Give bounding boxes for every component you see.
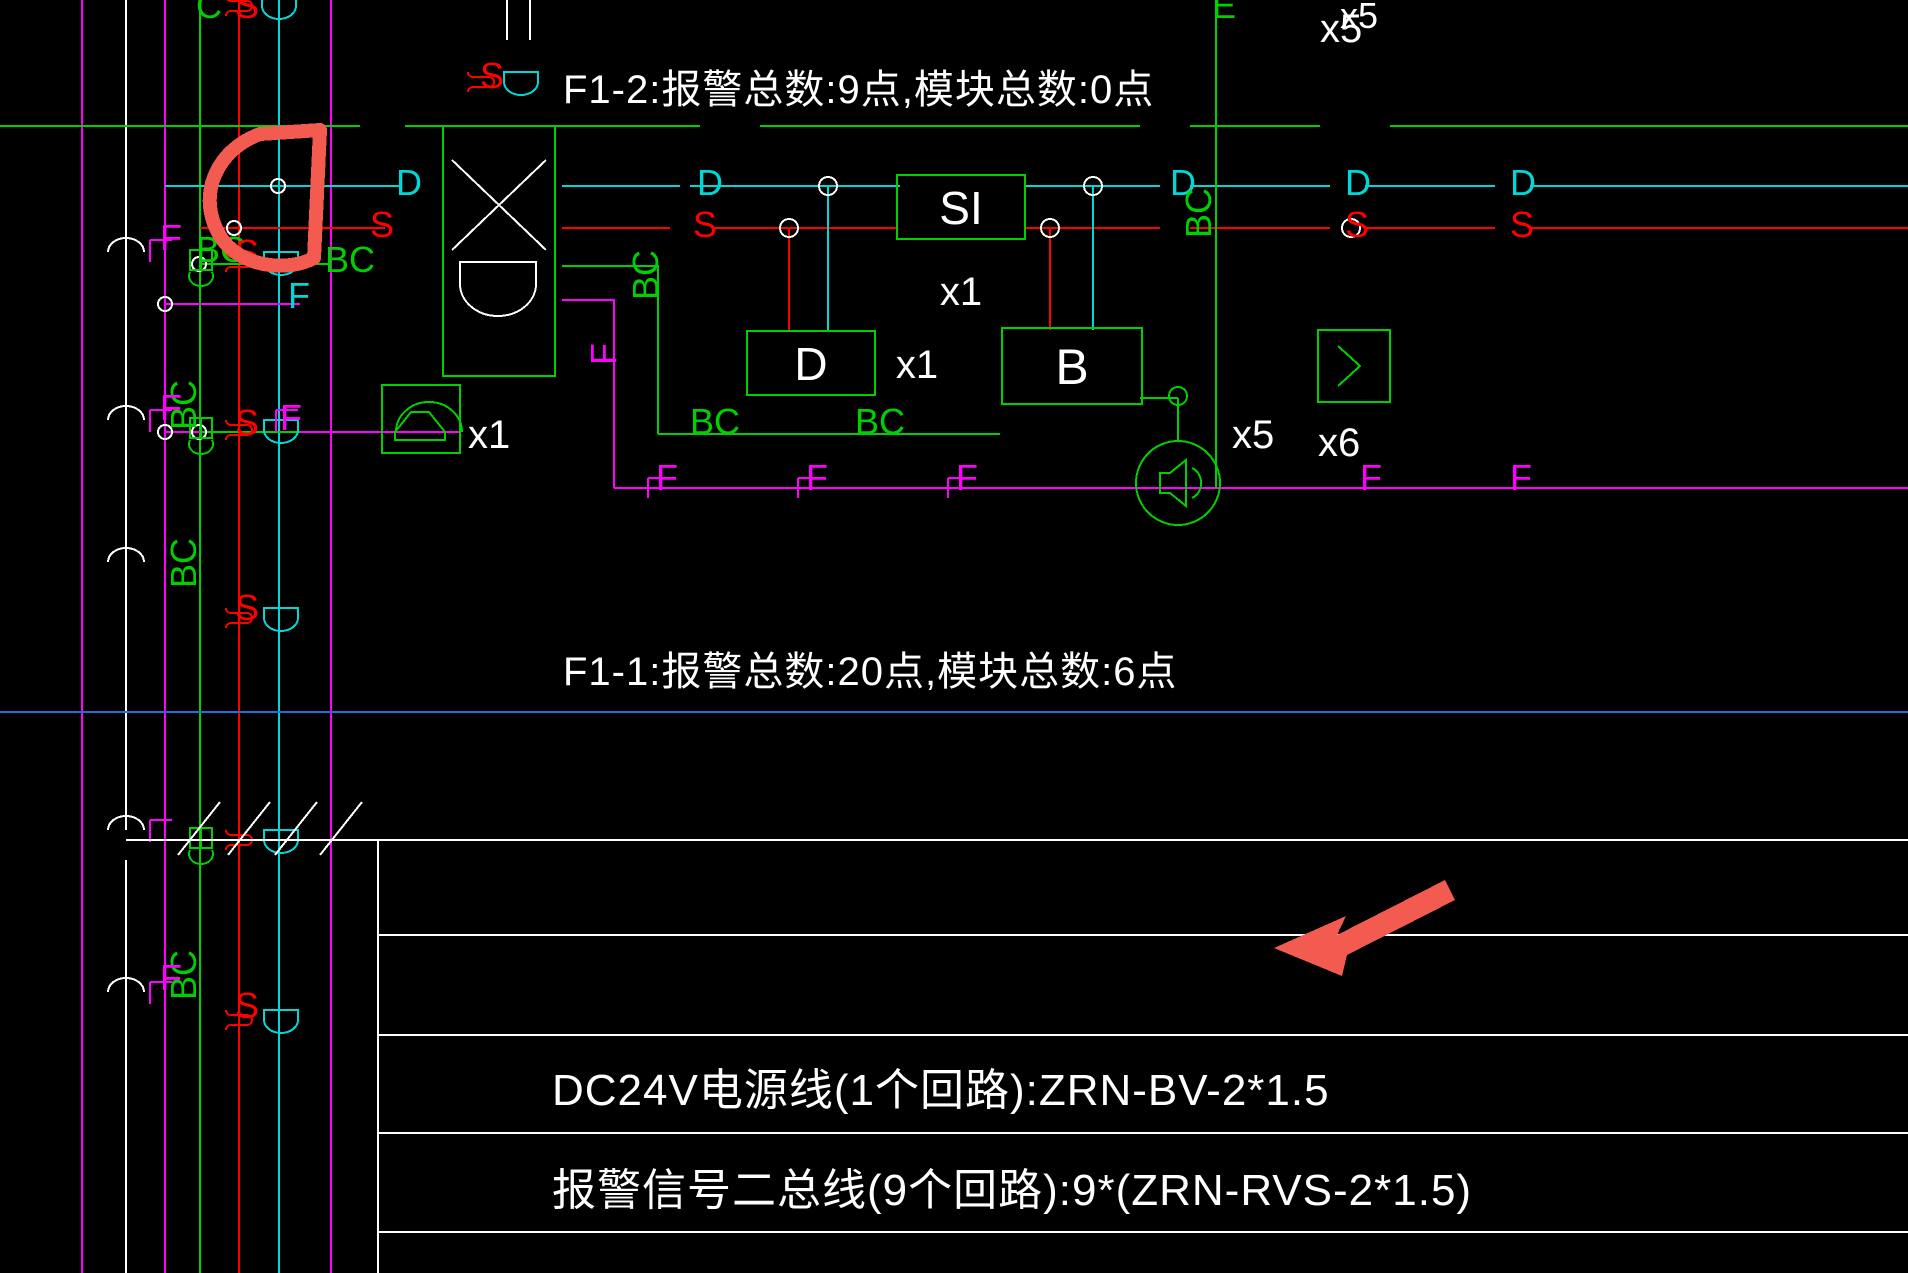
bus-label-f-28: F [160, 957, 182, 998]
bus-label-f-33: F [1360, 457, 1382, 498]
combined-detector-module-symbol [442, 125, 556, 377]
si-module-box[interactable] [896, 174, 1026, 240]
riser-slash-marks [177, 801, 363, 856]
flow-switch-qty: x6 [1318, 421, 1360, 465]
bus-label-s-24: S [480, 55, 504, 96]
bus-label-f-5: F [583, 343, 624, 365]
hand-drawn-circle [202, 123, 327, 273]
bus-label-c-25: C [196, 0, 222, 26]
note-f1-2: F1-2:报警总数:9点,模块总数:0点 [563, 68, 1154, 112]
bus-label-f-32: F [956, 457, 978, 498]
riser-f-ticks [149, 239, 298, 1004]
bus-label-bc-16: BC [163, 380, 204, 430]
bus-label-f-31: F [806, 457, 828, 498]
bus-label-s-19: S [235, 0, 259, 26]
hand-drawn-arrow [1274, 880, 1455, 976]
bus-label-d-10: D [1345, 162, 1371, 203]
speaker-qty: x5 [1232, 413, 1274, 457]
bus-label-bc-35: BC [690, 401, 740, 442]
bus-label-s-21: S [235, 402, 259, 443]
bus-label-bc-36: BC [855, 401, 905, 442]
legend-row-signal: 报警信号二总线(9个回路):9*(ZRN-RVS-2*1.5) [552, 1166, 1472, 1215]
bus-label-bc-18: BC [163, 950, 204, 1000]
d-box-label: D [794, 338, 827, 390]
note-f1-1: F1-1:报警总数:20点,模块总数:6点 [563, 650, 1177, 694]
bus-label-bc-3: BC [625, 250, 666, 300]
b-box-label: B [1055, 339, 1088, 395]
bus-label-d-12: D [1510, 162, 1536, 203]
bus-label-f-34: F [1510, 457, 1532, 498]
bus-label-e-14: E [1212, 0, 1236, 26]
top-right-qty: x5 [1320, 7, 1362, 51]
horn-qty: x1 [468, 413, 510, 457]
horn-symbol-box [381, 384, 463, 454]
speaker-symbol[interactable] [1135, 440, 1221, 526]
loop-wiring [405, 0, 1908, 498]
si-box-qty: x1 [940, 270, 982, 314]
bus-label-s-11: S [1345, 204, 1369, 245]
bus-label-s-23: S [235, 985, 259, 1026]
bus-label-d-0: D [396, 162, 422, 203]
left-riser-device-symbols [107, 237, 299, 1034]
bus-label-s-7: S [693, 204, 717, 245]
bus-label-x5-37: x5 [1340, 0, 1378, 36]
bus-label-s-1: S [370, 204, 394, 245]
bus-label-d-6: D [697, 162, 723, 203]
bus-label-f-30: F [656, 457, 678, 498]
bus-label-s-22: S [235, 587, 259, 628]
flow-switch-box[interactable] [1317, 329, 1391, 403]
bus-label-s-13: S [1510, 204, 1534, 245]
bus-label-f-27: F [160, 387, 182, 428]
top-small-symbols [225, 0, 539, 96]
bus-label-d-8: D [1170, 162, 1196, 203]
bus-label-f-4: F [288, 275, 310, 316]
junction-dots-loop [779, 176, 1361, 406]
bus-label-bc-17: BC [163, 538, 204, 588]
legend-row-power: DC24V电源线(1个回路):ZRN-BV-2*1.5 [552, 1066, 1330, 1115]
legend-table-frame [126, 839, 1908, 1273]
bus-label-f-26: F [160, 217, 182, 258]
d-box-qty: x1 [896, 343, 938, 387]
d-module-box[interactable] [746, 330, 876, 396]
bus-label-f-29: F [280, 397, 302, 438]
left-riser-bus-lines [81, 0, 332, 1273]
b-module-box[interactable] [1001, 327, 1143, 405]
bus-label-bc-9: BC [1178, 188, 1219, 238]
si-box-label: SI [939, 182, 982, 234]
bus-label-bc-2: BC [325, 239, 375, 280]
